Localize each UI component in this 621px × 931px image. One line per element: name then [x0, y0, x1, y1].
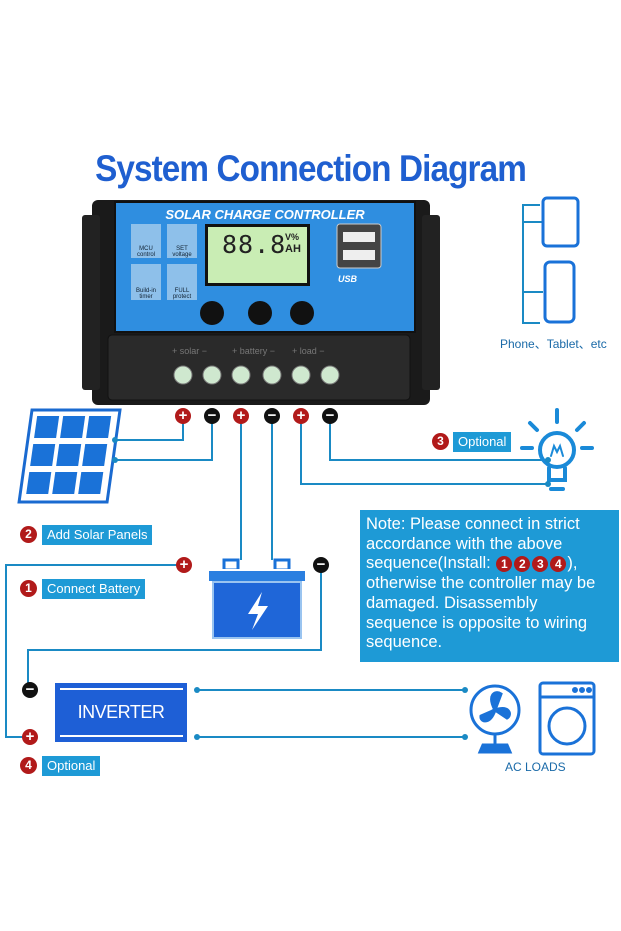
tablet-icon — [541, 196, 580, 248]
feature-timer: Build-in timer — [135, 288, 156, 300]
device-bracket — [522, 204, 543, 324]
note-text-start: Note: Please connect in strict accordanc… — [366, 515, 580, 573]
feature-mcu: MCU control — [136, 246, 155, 258]
inverter-neg-terminal: − — [22, 682, 38, 698]
load-negative: − — [322, 408, 338, 424]
note-num-3: 3 — [532, 556, 549, 573]
charge-controller — [82, 200, 440, 405]
battery-to-inverter-pos — [5, 564, 184, 738]
battery-to-inverter-neg — [27, 565, 322, 690]
fan-icon — [469, 684, 521, 754]
load-positive: + — [293, 408, 309, 424]
inverter-label: INVERTER — [77, 702, 165, 722]
feature-set: SET voltage — [172, 246, 192, 258]
battery-pos-terminal: + — [176, 557, 192, 573]
solar-negative: − — [204, 408, 220, 424]
step-4-number: 4 — [20, 757, 37, 774]
note-num-2: 2 — [514, 556, 531, 573]
wiring-note: Note: Please connect in strict accordanc… — [360, 510, 619, 662]
load-pos-wire — [300, 416, 548, 485]
terminal-label-load: + load − — [292, 346, 325, 356]
step-1-number: 1 — [20, 580, 37, 597]
battery-positive: + — [233, 408, 249, 424]
step-3-number: 3 — [432, 433, 449, 450]
inverter-pos-terminal: + — [22, 729, 38, 745]
step-2-label: Add Solar Panels — [42, 525, 153, 545]
controller-label: SOLAR CHARGE CONTROLLER — [165, 207, 365, 222]
solar-panel-icon — [17, 408, 122, 504]
lcd-digits: 88.8 — [222, 230, 287, 259]
light-bulb-icon — [520, 408, 594, 491]
note-text-end: ), otherwise the controller may be damag… — [366, 554, 596, 652]
note-num-4: 4 — [550, 556, 567, 573]
ac-loads-label: AC LOADS — [505, 760, 566, 774]
solar-pos-wire — [115, 416, 184, 441]
washing-machine-icon — [538, 681, 596, 756]
diagram-title: System Connection Diagram — [95, 148, 527, 189]
solar-neg-wire — [115, 416, 213, 461]
usb-label: USB — [338, 274, 358, 284]
terminal-label-battery: + battery − — [232, 346, 276, 356]
solar-positive: + — [175, 408, 191, 424]
phone-icon — [543, 260, 576, 324]
battery-negative: − — [264, 408, 280, 424]
step-3-label: Optional — [453, 432, 512, 452]
battery-icon — [207, 558, 307, 639]
step-1-label: Connect Battery — [42, 579, 146, 599]
inverter-icon — [55, 683, 187, 742]
devices-label: Phone、Tablet、etc — [500, 337, 607, 351]
step-4-label: Optional — [42, 756, 101, 776]
feature-protect: FULL protect — [172, 288, 192, 300]
load-neg-wire — [329, 416, 548, 461]
step-2-number: 2 — [20, 526, 37, 543]
lcd-unit-bottom: AH — [285, 243, 301, 255]
battery-neg-terminal: − — [313, 557, 329, 573]
terminal-label-solar: + solar − — [172, 346, 208, 356]
note-num-1: 1 — [496, 556, 513, 573]
lcd-unit-top: V% — [285, 232, 300, 242]
